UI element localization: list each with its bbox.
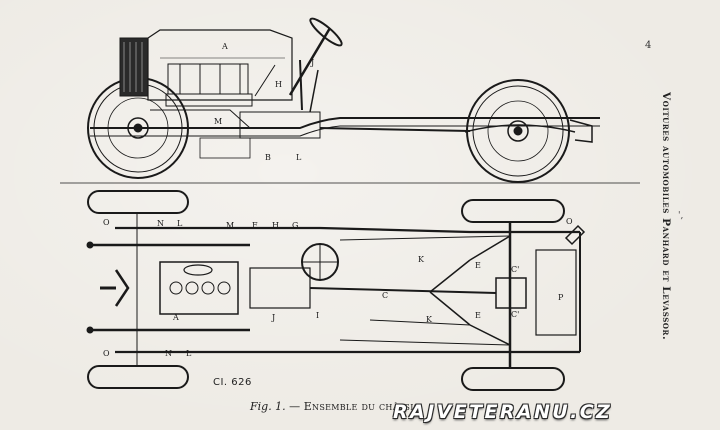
svg-text:L: L [177,219,183,228]
svg-text:J: J [271,313,275,322]
svg-text:N: N [165,349,172,358]
frame-rail-top [115,226,580,234]
svg-text:C: C [382,291,388,300]
figure-title: Ensemble du châssis. [303,400,424,413]
plate-number: CI. 626 [213,377,252,388]
rear-platform [535,249,577,336]
side-running-title: Voitures automobiles Panhard et Levassor… [660,92,674,352]
svg-text:C': C' [511,265,519,274]
svg-text:H: H [272,221,279,230]
svg-text:O: O [566,217,573,226]
side-elevation-view: A H J M B L [60,17,640,184]
page-number: 4 [645,40,652,51]
svg-text:N: N [157,219,164,228]
propeller-shaft [319,127,471,132]
rear-spring-hanger [569,119,593,143]
svg-text:A: A [221,42,228,51]
svg-text:K: K [426,315,433,324]
brake-lever [309,69,319,113]
gear-lever [299,59,303,111]
plan-view: O N L M F H G K E C' C P A J I K E C' O … [86,190,586,391]
svg-text:E: E [475,261,481,270]
svg-text:K: K [418,255,425,264]
svg-text:O: O [103,218,110,227]
svg-text:G: G [292,221,298,230]
svg-text:B: B [265,153,271,162]
svg-text:M: M [226,221,234,230]
propeller-shaft-plan [309,287,497,294]
rear-right-tyre-plan [461,367,565,391]
figure-caption: Fig. 1. — Ensemble du châssis. [250,400,423,413]
engine-plan [159,261,239,315]
steering-column [288,27,332,96]
svg-text:O: O [103,349,110,358]
svg-text:P: P [558,293,564,302]
figure-number: Fig. 1. [250,400,286,413]
radiator [119,37,149,97]
svg-text:J: J [310,58,314,67]
svg-text:L: L [296,153,302,162]
front-right-tyre-plan [87,365,189,389]
front-left-tyre-plan [87,190,189,214]
caption-separator: — [285,400,304,413]
margin-marks: ', [678,211,684,221]
svg-text:E: E [475,311,481,320]
side-title-text: Voitures automobiles Panhard et Levassor… [660,92,672,341]
rear-left-tyre-plan [461,199,565,223]
svg-text:H: H [275,80,282,89]
bonnet [147,29,293,101]
svg-text:L: L [186,349,192,358]
watermark: RAJVETERANU.CZ [393,401,613,423]
svg-text:F: F [252,221,258,230]
svg-text:A: A [172,313,179,322]
svg-text:C': C' [511,310,519,319]
steering-wheel [309,17,343,47]
svg-text:M: M [214,117,222,126]
svg-text:I: I [316,311,319,320]
gearbox-plan [249,267,311,309]
